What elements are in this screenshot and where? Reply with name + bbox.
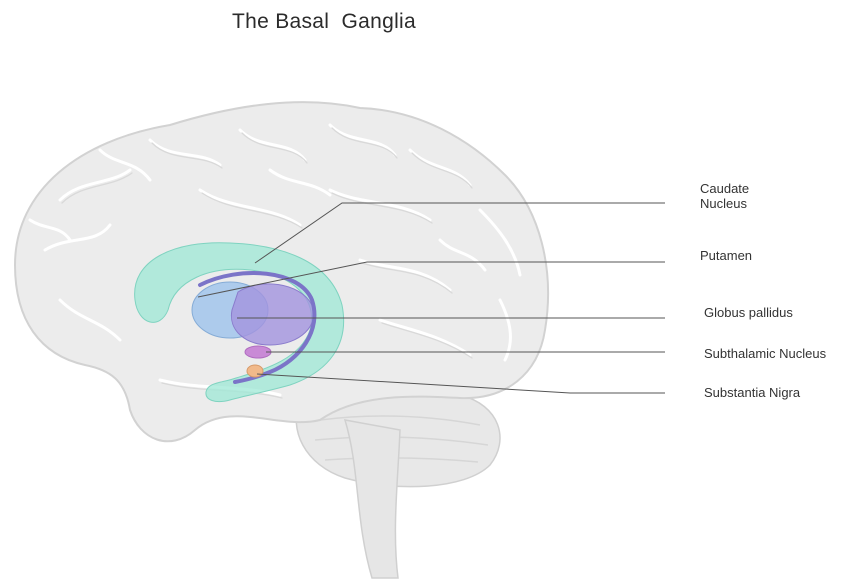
brainstem <box>345 420 400 578</box>
label-putamen: Putamen <box>700 248 752 263</box>
label-caudate-nucleus: Caudate Nucleus <box>700 181 749 211</box>
label-subthalamic-nucleus: Subthalamic Nucleus <box>704 346 826 361</box>
label-caudate-line2: Nucleus <box>700 196 749 211</box>
substantia-nigra-shape <box>247 365 263 377</box>
label-caudate-line1: Caudate <box>700 181 749 196</box>
label-substantia-nigra: Substantia Nigra <box>704 385 800 400</box>
label-globus-pallidus: Globus pallidus <box>704 305 793 320</box>
globus-pallidus-shape <box>231 284 313 345</box>
